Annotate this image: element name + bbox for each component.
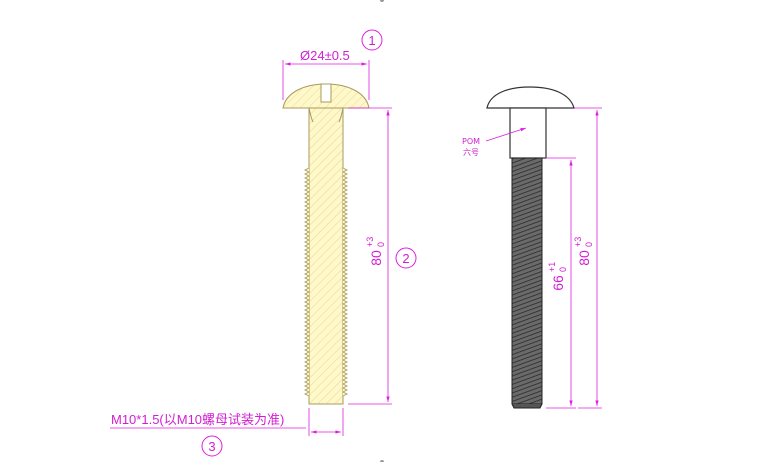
left-screw — [282, 83, 370, 405]
right-length-base: 80 — [576, 250, 592, 266]
crop-mark-top — [380, 0, 384, 2]
balloon-3-label: 3 — [208, 439, 215, 454]
right-length-dimension: 80 +3 0 — [573, 107, 602, 409]
head-diameter-dimension: Ø24±0.5 — [282, 48, 370, 100]
balloon-1: 1 — [361, 29, 383, 51]
left-length-tol-lower: 0 — [376, 242, 386, 247]
balloon-2: 2 — [395, 247, 417, 269]
left-length-base: 80 — [368, 250, 384, 266]
balloon-1-label: 1 — [368, 33, 375, 48]
left-screw-slot — [320, 83, 332, 103]
left-length-dimension: 80 +3 0 — [348, 107, 392, 405]
right-length-tol-upper: +3 — [573, 237, 583, 247]
material-sub-label: 六号 — [463, 147, 479, 157]
material-label: POM — [462, 137, 480, 146]
thread-teeth-left-side — [303, 167, 311, 397]
right-screw-head — [486, 86, 575, 109]
right-screw-thread — [511, 157, 543, 405]
head-diameter-label: Ø24±0.5 — [300, 48, 350, 63]
thread-note-label: M10*1.5(以M10螺母试装为准) — [111, 412, 284, 427]
left-thread-teeth — [303, 167, 349, 397]
thread-note: M10*1.5(以M10螺母试装为准) — [110, 408, 344, 436]
right-length-tol-lower: 0 — [584, 242, 594, 247]
thread-length-base: 66 — [550, 275, 566, 291]
balloon-3: 3 — [201, 435, 223, 457]
thread-length-tol-upper: +1 — [547, 262, 557, 272]
right-screw-neck — [509, 107, 547, 159]
balloon-2-label: 2 — [402, 251, 409, 266]
thread-teeth-right-side — [341, 167, 349, 397]
thread-length-tol-lower: 0 — [558, 267, 568, 272]
left-length-tol-upper: +3 — [365, 237, 375, 247]
thread-length-dimension: 66 +1 0 — [546, 157, 576, 409]
material-callout: POM 六号 — [462, 127, 527, 157]
right-screw — [486, 86, 575, 409]
